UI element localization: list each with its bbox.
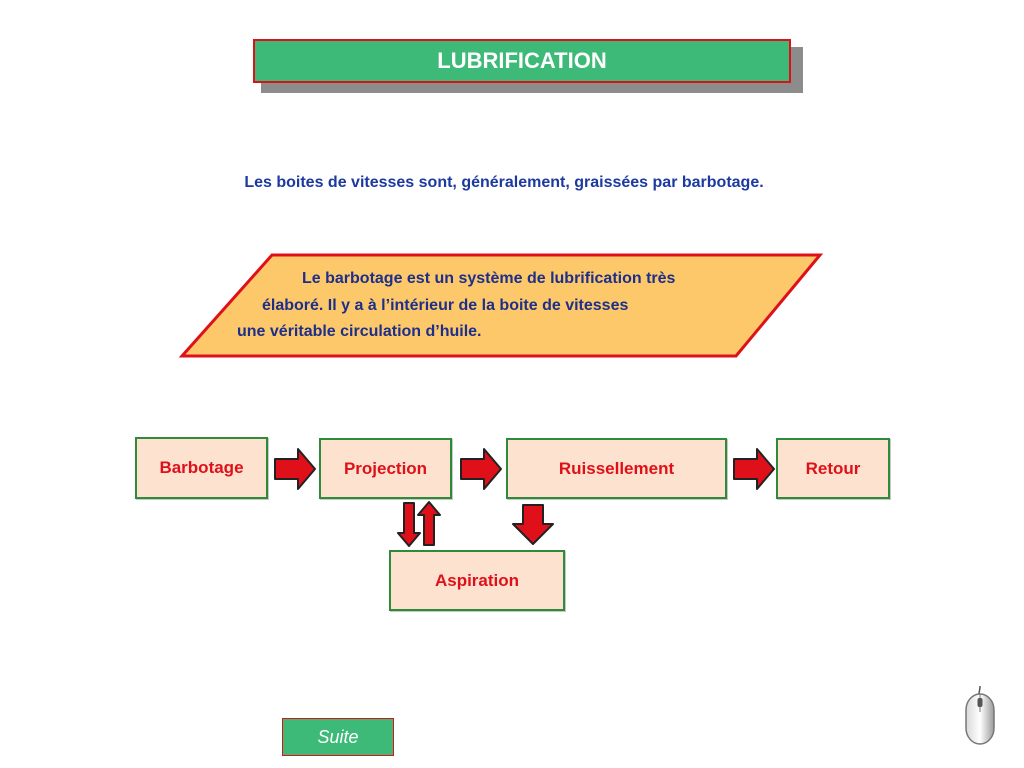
- page-title: LUBRIFICATION: [253, 39, 791, 83]
- suite-button[interactable]: Suite: [282, 718, 394, 756]
- arrow-down-icon: [512, 504, 554, 545]
- arrow-right-icon: [733, 448, 775, 490]
- intro-text: Les boites de vitesses sont, généralemen…: [244, 174, 764, 191]
- definition-parallelogram: [178, 253, 824, 358]
- box-ruissellement: Ruissellement: [506, 438, 727, 499]
- definition-line-1: Le barbotage est un système de lubrifica…: [302, 270, 676, 287]
- definition-line-3: une véritable circulation d’huile.: [237, 323, 482, 340]
- arrow-up-down-icon: [397, 501, 441, 547]
- definition-line-2: élaboré. Il y a à l’intérieur de la boit…: [262, 297, 629, 314]
- box-aspiration: Aspiration: [389, 550, 565, 611]
- arrow-right-icon: [274, 448, 316, 490]
- box-barbotage: Barbotage: [135, 437, 268, 499]
- box-retour: Retour: [776, 438, 890, 499]
- mouse-icon[interactable]: [960, 684, 1000, 746]
- arrow-right-icon: [460, 448, 502, 490]
- box-projection: Projection: [319, 438, 452, 499]
